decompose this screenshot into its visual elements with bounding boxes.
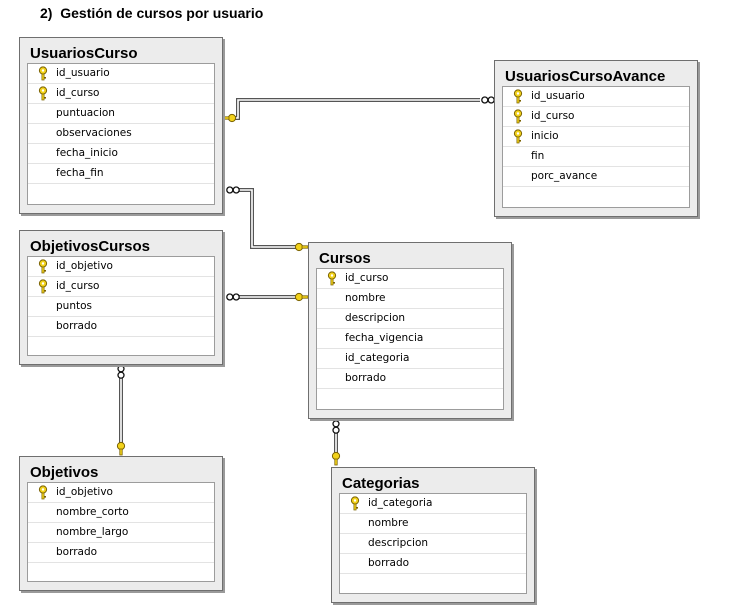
column-name: inicio — [531, 130, 559, 142]
column-name: descripcion — [345, 312, 406, 324]
column-name: borrado — [56, 320, 98, 332]
column-row[interactable]: id_categoria — [317, 349, 503, 369]
column-name: id_curso — [531, 110, 575, 122]
column-name: id_categoria — [345, 352, 410, 364]
column-row[interactable]: nombre_largo — [28, 523, 214, 543]
column-list: id_usuario id_curso puntuacion observacione… — [27, 63, 215, 205]
one-end-key-icon — [294, 242, 309, 252]
column-name: nombre — [345, 292, 386, 304]
table-title: Categorias — [342, 475, 420, 492]
column-row[interactable]: descripcion — [317, 309, 503, 329]
column-name: id_curso — [345, 272, 389, 284]
primary-key-icon — [512, 129, 524, 144]
table-objetivos[interactable]: Objetivos id_objetivo nombre_corto nombre_… — [19, 456, 223, 591]
table-title: Cursos — [319, 250, 371, 267]
column-name: nombre_largo — [56, 526, 129, 538]
column-name: porc_avance — [531, 170, 598, 182]
column-row[interactable]: fecha_inicio — [28, 144, 214, 164]
primary-key-icon — [37, 279, 49, 294]
many-end-icon — [226, 186, 240, 194]
column-row[interactable]: id_usuario — [28, 64, 214, 84]
table-usuarios-curso[interactable]: UsuariosCurso id_usuario id_curso puntuaci… — [19, 37, 223, 214]
column-row[interactable]: id_curso — [28, 84, 214, 104]
column-row[interactable]: id_usuario — [503, 87, 689, 107]
column-row[interactable]: puntuacion — [28, 104, 214, 124]
one-end-key-icon — [331, 451, 341, 466]
primary-key-icon — [326, 271, 338, 286]
column-name: id_usuario — [531, 90, 585, 102]
column-row[interactable]: nombre — [340, 514, 526, 534]
column-row[interactable]: id_objetivo — [28, 483, 214, 503]
column-name: borrado — [345, 372, 387, 384]
table-title: UsuariosCursoAvance — [505, 68, 666, 85]
table-title: UsuariosCurso — [30, 45, 138, 62]
one-end-key-icon — [294, 292, 309, 302]
column-row[interactable]: porc_avance — [503, 167, 689, 187]
column-row[interactable]: fin — [503, 147, 689, 167]
many-end-icon — [481, 96, 495, 104]
column-row[interactable]: inicio — [503, 127, 689, 147]
column-name: puntuacion — [56, 107, 115, 119]
column-name: observaciones — [56, 127, 132, 139]
primary-key-icon — [37, 485, 49, 500]
many-end-icon — [332, 420, 340, 434]
column-row[interactable]: fecha_fin — [28, 164, 214, 184]
primary-key-icon — [512, 89, 524, 104]
column-row[interactable]: id_curso — [28, 277, 214, 297]
column-row[interactable]: nombre — [317, 289, 503, 309]
column-row[interactable]: descripcion — [340, 534, 526, 554]
column-name: fin — [531, 150, 545, 162]
diagram-heading: 2) Gestión de cursos por usuario — [40, 5, 264, 21]
primary-key-icon — [512, 109, 524, 124]
column-row[interactable]: borrado — [28, 543, 214, 563]
column-row[interactable]: borrado — [317, 369, 503, 389]
primary-key-icon — [37, 259, 49, 274]
column-name: fecha_fin — [56, 167, 104, 179]
primary-key-icon — [37, 86, 49, 101]
column-name: descripcion — [368, 537, 429, 549]
column-row[interactable]: id_categoria — [340, 494, 526, 514]
column-name: fecha_vigencia — [345, 332, 424, 344]
table-title: ObjetivosCursos — [30, 238, 151, 255]
column-row[interactable]: borrado — [28, 317, 214, 337]
column-name: nombre — [368, 517, 409, 529]
column-name: borrado — [368, 557, 410, 569]
table-title: Objetivos — [30, 464, 99, 481]
column-name: puntos — [56, 300, 92, 312]
column-row[interactable]: borrado — [340, 554, 526, 574]
one-end-key-icon — [116, 441, 126, 456]
many-end-icon — [226, 293, 240, 301]
column-name: id_usuario — [56, 67, 110, 79]
column-name: id_curso — [56, 87, 100, 99]
column-name: id_curso — [56, 280, 100, 292]
column-name: id_objetivo — [56, 486, 113, 498]
primary-key-icon — [349, 496, 361, 511]
column-row[interactable]: id_objetivo — [28, 257, 214, 277]
column-row[interactable]: observaciones — [28, 124, 214, 144]
column-row[interactable]: fecha_vigencia — [317, 329, 503, 349]
column-name: nombre_corto — [56, 506, 129, 518]
primary-key-icon — [37, 66, 49, 81]
many-end-icon — [117, 365, 125, 379]
column-row[interactable]: id_curso — [317, 269, 503, 289]
column-name: borrado — [56, 546, 98, 558]
column-name: fecha_inicio — [56, 147, 118, 159]
column-row[interactable]: puntos — [28, 297, 214, 317]
one-end-key-icon — [222, 113, 237, 123]
column-row[interactable]: nombre_corto — [28, 503, 214, 523]
column-name: id_categoria — [368, 497, 433, 509]
column-name: id_objetivo — [56, 260, 113, 272]
column-row[interactable]: id_curso — [503, 107, 689, 127]
